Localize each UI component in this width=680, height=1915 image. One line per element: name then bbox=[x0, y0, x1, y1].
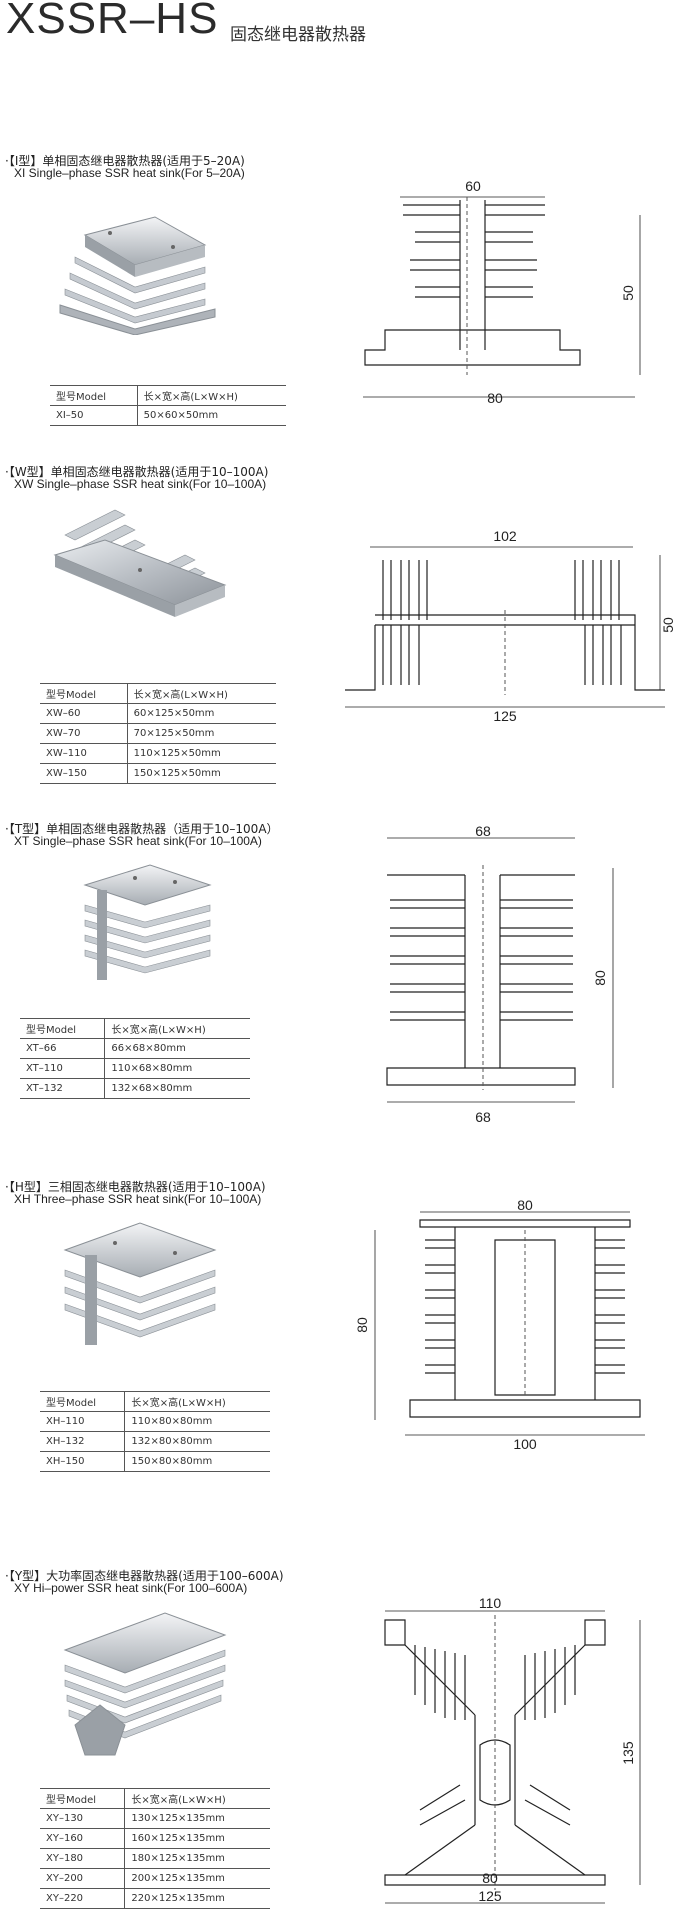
dim-bottom: 68 bbox=[475, 1109, 491, 1125]
dim-bottom: 125 bbox=[478, 1888, 502, 1904]
heat-sink-photo bbox=[59, 216, 216, 335]
table-header-model: 型号Model bbox=[40, 1788, 126, 1809]
dim-bottom: 80 bbox=[487, 390, 503, 406]
section-heading-cn: ·【H型】三相固态继电器散热器(适用于10–100A) bbox=[5, 1180, 266, 1194]
section-heading-en: XH Three–phase SSR heat sink(For 10–100A… bbox=[14, 1192, 262, 1206]
heat-sink-photo bbox=[83, 864, 212, 980]
section-heading-en: XT Single–phase SSR heat sink(For 10–100… bbox=[14, 834, 262, 848]
dim-bottom: 100 bbox=[513, 1436, 537, 1452]
table-header-model: 型号Model bbox=[40, 1391, 126, 1412]
heat-sink-photo bbox=[63, 1222, 217, 1345]
heat-sink-photo bbox=[53, 509, 227, 617]
table-header-model: 型号Model bbox=[50, 385, 138, 406]
section-heading-cn: ·【Y型】大功率固态继电器散热器(适用于100–600A) bbox=[5, 1569, 284, 1583]
dim-side: 50 bbox=[620, 285, 636, 301]
section-heading-en: XI Single–phase SSR heat sink(For 5–20A) bbox=[14, 166, 245, 180]
section-heading-en: XY Hi–power SSR heat sink(For 100–600A) bbox=[14, 1581, 248, 1595]
table-header-dims: 长×宽×高(L×W×H) bbox=[127, 683, 276, 704]
table-header-dims: 长×宽×高(L×W×H) bbox=[137, 385, 286, 406]
dimension-drawing: 110 135 80 125 bbox=[384, 1595, 641, 1904]
page-title: XSSR–HS bbox=[6, 0, 219, 43]
section-heading-cn: ·【I型】单相固态继电器散热器(适用于5–20A) bbox=[5, 154, 245, 168]
dimension-drawing: 60 50 80 bbox=[363, 178, 641, 406]
dim-top: 80 bbox=[517, 1197, 533, 1213]
dimension-drawing: 102 50 125 bbox=[345, 528, 675, 724]
table-header-model: 型号Model bbox=[40, 683, 128, 704]
dim-top: 110 bbox=[479, 1595, 502, 1611]
dim-side: 80 bbox=[355, 1317, 370, 1333]
dim-side: 80 bbox=[592, 970, 608, 986]
table-header-model: 型号Model bbox=[20, 1018, 106, 1039]
heat-sink-photo bbox=[63, 1612, 227, 1756]
dimension-drawing: 80 80 100 bbox=[355, 1197, 645, 1452]
table-header-dims: 长×宽×高(L×W×H) bbox=[124, 1788, 270, 1809]
dimension-drawing: 68 80 68 bbox=[386, 823, 614, 1125]
section-heading-cn: ·【W型】单相固态继电器散热器(适用于10–100A) bbox=[5, 465, 269, 479]
dim-top: 60 bbox=[465, 178, 481, 194]
page-subtitle: 固态继电器散热器 bbox=[230, 25, 366, 45]
table-header-dims: 长×宽×高(L×W×H) bbox=[104, 1018, 250, 1039]
dim-side: 135 bbox=[620, 1741, 636, 1765]
section-heading-cn: ·【T型】单相固态继电器散热器（适用于10–100A） bbox=[5, 822, 279, 836]
table-header-dims: 长×宽×高(L×W×H) bbox=[124, 1391, 270, 1412]
dim-top: 68 bbox=[475, 823, 491, 839]
dim-top: 102 bbox=[493, 528, 517, 544]
dim-side: 50 bbox=[660, 617, 675, 633]
dim-bottom: 125 bbox=[493, 708, 517, 724]
section-heading-en: XW Single–phase SSR heat sink(For 10–100… bbox=[14, 477, 267, 491]
dim-bottom-inner: 80 bbox=[482, 1870, 498, 1886]
